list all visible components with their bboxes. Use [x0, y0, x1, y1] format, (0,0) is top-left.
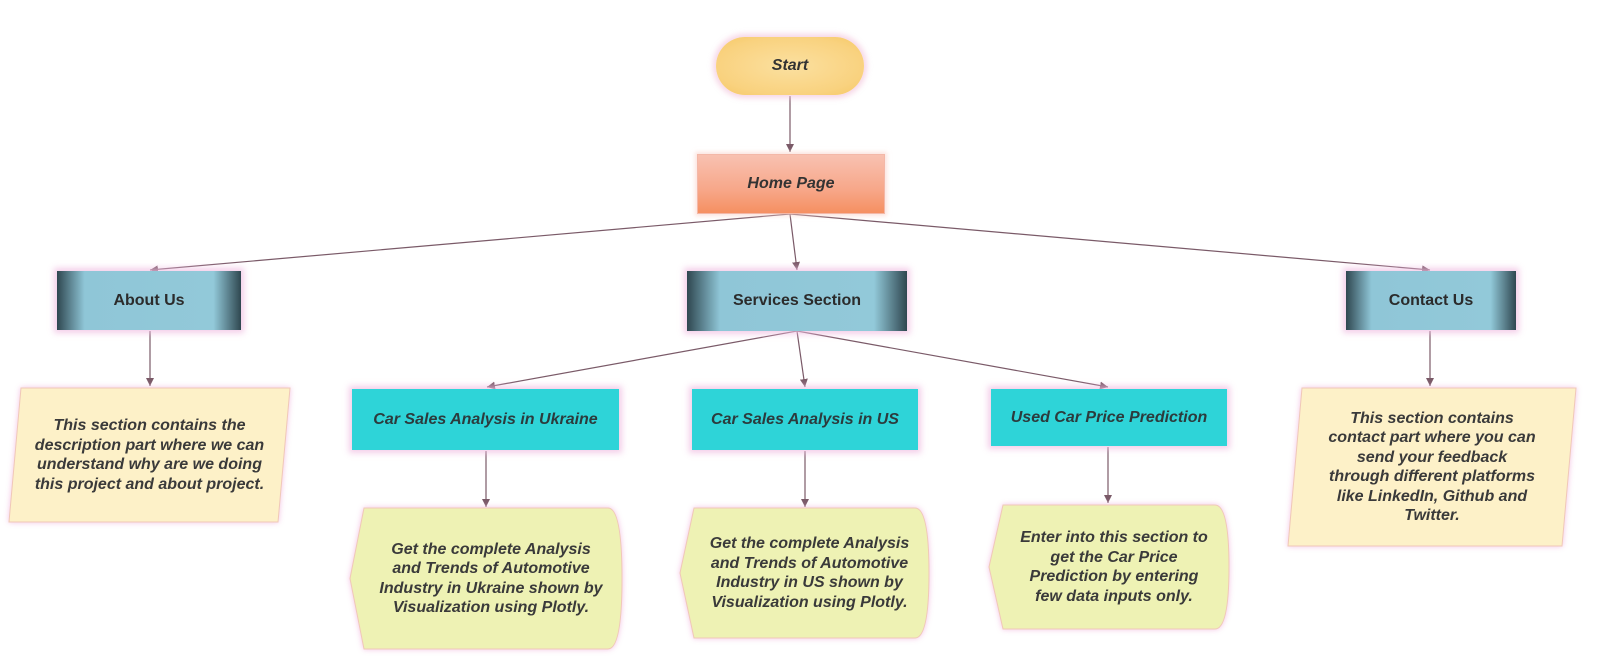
us-description-text: Get the complete Analysis and Trends of …	[680, 508, 929, 638]
about-desc-line: description part where	[34, 436, 207, 454]
contact-desc-line: can send your feedback	[1356, 429, 1536, 466]
contact-us-label: Contact Us	[1388, 291, 1474, 309]
used-desc-line: get the Car Price	[1050, 548, 1178, 566]
about-description-shape	[8, 387, 291, 523]
edge-home-services	[789, 213, 800, 271]
about-description-node: This section contains the description pa…	[8, 387, 291, 523]
car-sales-us-node: Car Sales Analysis in US	[692, 389, 918, 450]
edge-home-contact	[789, 213, 1431, 274]
used-car-description-node: Enter into this section to get the Car P…	[988, 504, 1230, 630]
car-sales-us-label: Car Sales Analysis in US	[711, 410, 899, 428]
us-desc-line: Industry in US shown by	[716, 574, 903, 591]
about-us-label: About Us	[113, 291, 185, 309]
start-node: Start	[716, 37, 864, 95]
used-car-description-shape	[988, 504, 1230, 630]
used-car-price-node: Used Car Price Prediction	[991, 389, 1227, 446]
us-description-shape	[679, 507, 930, 639]
us-desc-line: Visualization using Plotly.	[711, 593, 908, 611]
us-desc-line: and Trends of Automotive	[710, 554, 909, 572]
us-description-node: Get the complete Analysis and Trends of …	[679, 507, 930, 639]
services-section-label: Services Section	[732, 292, 862, 309]
contact-desc-line: contact part where you	[1328, 429, 1504, 446]
about-desc-line: This section contains the	[53, 417, 246, 434]
used-car-description-text: Enter into this section to get the Car P…	[989, 505, 1229, 629]
ukraine-desc-line: Plotly.	[541, 599, 590, 616]
edge-services-ukraine	[486, 330, 798, 390]
contact-desc-line: Github and Twitter.	[1404, 487, 1528, 525]
used-desc-line: Prediction by entering	[1029, 568, 1199, 585]
about-desc-line: we can understand why	[37, 436, 265, 474]
ukraine-desc-line: Industry in Ukraine shown	[379, 579, 580, 597]
about-description-text: This section contains the description pa…	[9, 388, 290, 522]
edge-services-us	[796, 330, 808, 388]
about-desc-line: are we doing this project	[34, 456, 262, 493]
used-desc-line: few data inputs only.	[1035, 587, 1193, 605]
services-section-node: Services Section	[687, 271, 907, 331]
ukraine-desc-line: by Visualization using	[392, 579, 603, 617]
start-label: Start	[771, 57, 809, 74]
contact-description-shape	[1287, 387, 1577, 547]
car-sales-ukraine-node: Car Sales Analysis in Ukraine	[352, 389, 619, 450]
contact-description-text: This section contains contact part where…	[1288, 388, 1576, 546]
edge-services-used	[796, 330, 1109, 390]
about-desc-line: and about project.	[125, 475, 265, 493]
ukraine-desc-line: Get the complete Analysis	[391, 540, 591, 558]
used-desc-line: Enter into this section to	[1020, 529, 1208, 546]
home-page-label: Home Page	[747, 175, 835, 192]
contact-desc-line: through different	[1329, 468, 1458, 485]
edge-home-about	[149, 213, 791, 274]
used-car-price-label: Used Car Price Prediction	[1010, 408, 1208, 426]
ukraine-description-node: Get the complete Analysis and Trends of …	[349, 507, 623, 650]
car-sales-ukraine-label: Car Sales Analysis in Ukraine	[373, 410, 598, 428]
about-us-node: About Us	[57, 271, 241, 330]
contact-description-node: This section contains contact part where…	[1287, 387, 1577, 547]
ukraine-description-shape	[349, 507, 623, 650]
contact-desc-line: This section contains	[1350, 409, 1514, 427]
ukraine-desc-line: and Trends of Automotive	[392, 560, 590, 577]
contact-us-node: Contact Us	[1346, 271, 1516, 330]
us-desc-line: Get the complete Analysis	[709, 535, 910, 552]
contact-desc-line: platforms like LinkedIn,	[1336, 468, 1535, 505]
ukraine-description-text: Get the complete Analysis and Trends of …	[350, 508, 622, 649]
home-page-node: Home Page	[697, 154, 885, 214]
